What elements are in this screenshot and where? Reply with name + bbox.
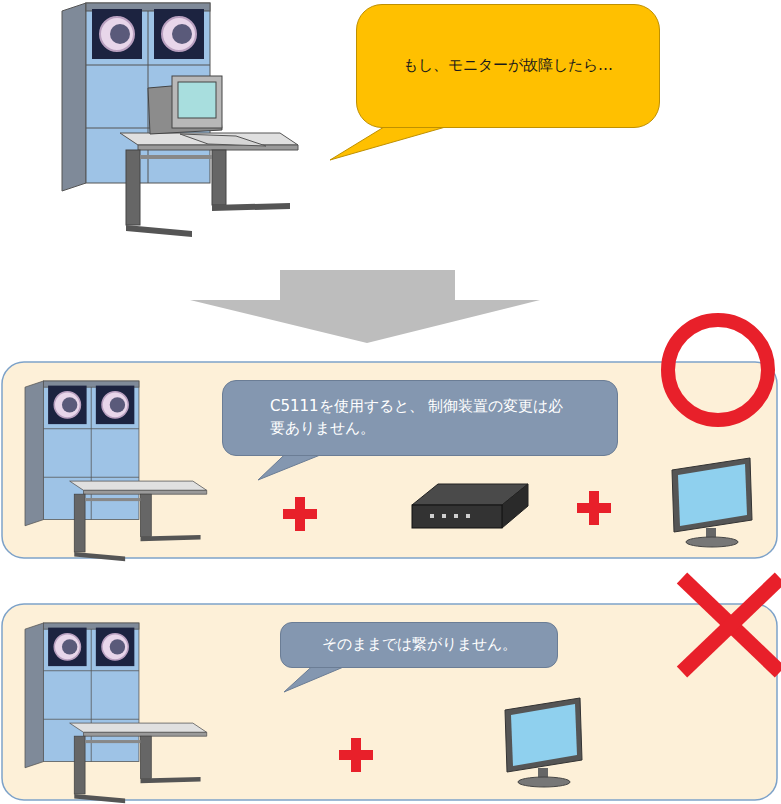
speech-bubble: もし、モニターが故障したら… [356,4,660,128]
bubble-text: C5111を使用すると、 制御装置の変更は必要ありません。 [270,396,570,440]
bubble-text: そのままでは繋がりません。 [322,634,517,656]
speech-bubble: そのままでは繋がりません。 [280,622,558,668]
speech-bubble: C5111を使用すると、 制御装置の変更は必要ありません。 [222,380,618,456]
bubble-text: もし、モニターが故障したら… [403,55,613,77]
